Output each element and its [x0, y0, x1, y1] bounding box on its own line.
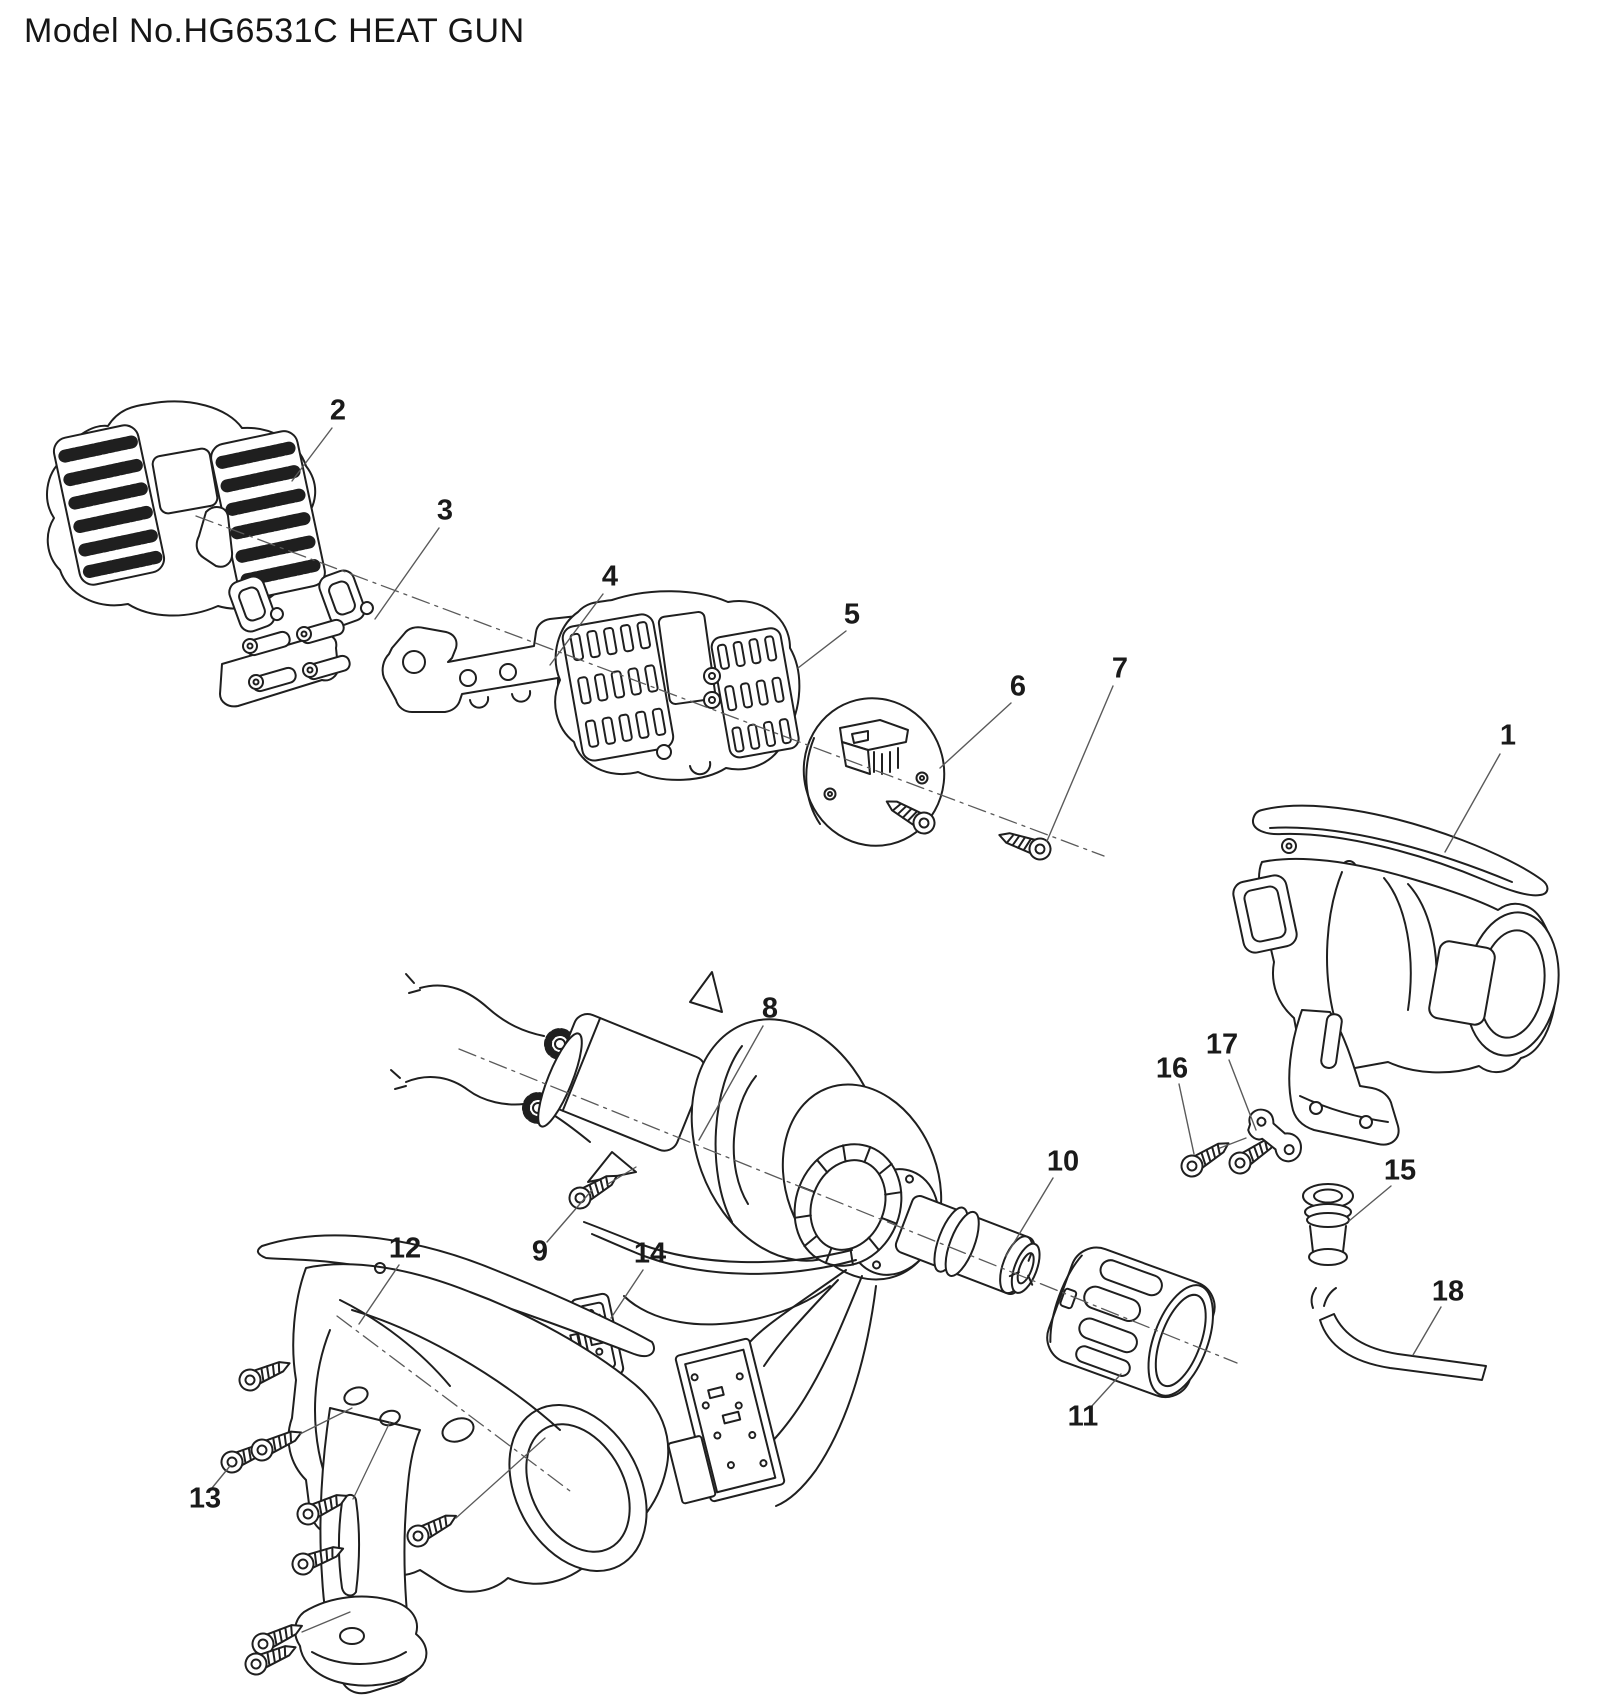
leader-line-6: [939, 702, 1012, 769]
leader-line-11: [1090, 1373, 1122, 1408]
part-1-right-housing: [1232, 804, 1560, 1146]
leader-line-13: [211, 1465, 231, 1489]
part-labels: 1 2 3 4 5 6 7 8 9 10 11 12 13 14 15 16 1…: [189, 395, 1516, 1515]
leader-lines: [211, 427, 1501, 1489]
part-label-15: 15: [1384, 1155, 1416, 1187]
explosion-axes: [195, 515, 1238, 1495]
part-label-5: 5: [844, 599, 860, 631]
circuit-board: [667, 1337, 786, 1505]
part-label-11: 11: [1068, 1401, 1099, 1433]
leader-line-8: [698, 1025, 764, 1141]
part-6-end-plate: [802, 697, 946, 847]
part-label-8: 8: [762, 993, 778, 1025]
part-label-12: 12: [389, 1233, 421, 1265]
part-label-2: 2: [330, 395, 346, 427]
part-18-power-cord: [1310, 1287, 1487, 1381]
part-label-10: 10: [1047, 1146, 1079, 1178]
part-9-screw: [564, 1165, 637, 1214]
leader-line-7: [1046, 685, 1114, 842]
part-2-rear-cover: [46, 400, 326, 617]
part-label-3: 3: [437, 495, 453, 527]
part-label-13: 13: [189, 1483, 221, 1515]
part-label-6: 6: [1010, 671, 1026, 703]
leader-line-15: [1348, 1185, 1392, 1222]
part-label-14: 14: [634, 1238, 666, 1270]
axis-line-top-row: [195, 515, 1105, 857]
leader-line-1: [1444, 753, 1501, 853]
axis-line-left-housing: [336, 1315, 575, 1495]
axis-line-middle-row: [458, 1048, 1238, 1364]
part-label-9: 9: [532, 1236, 548, 1268]
leader-line-3: [374, 527, 440, 620]
leader-line-10: [1005, 1177, 1054, 1257]
part-3-clips: [219, 569, 374, 708]
part-10-heater-assembly: [793, 1143, 1041, 1295]
part-17-cord-clamp: [1247, 1108, 1302, 1163]
leader-line-12: [358, 1264, 400, 1325]
part-label-17: 17: [1206, 1029, 1238, 1061]
leader-line-18: [1412, 1306, 1442, 1356]
leader-line-9: [546, 1189, 593, 1243]
leader-line-16: [1178, 1083, 1195, 1155]
part-13-screws: [217, 1352, 546, 1679]
leader-line-5: [797, 630, 847, 669]
part-16-screws: [1176, 1129, 1283, 1182]
part-label-7: 7: [1112, 653, 1128, 685]
leader-line-14: [610, 1269, 644, 1319]
part-label-4: 4: [602, 561, 618, 593]
part-11-nozzle-sleeve: [1046, 1246, 1216, 1399]
part-label-1: 1: [1500, 720, 1516, 752]
leader-line-4: [549, 593, 604, 666]
part-15-cord-grommet: [1302, 1183, 1354, 1266]
part-label-18: 18: [1432, 1276, 1464, 1308]
leader-line-2: [291, 427, 333, 482]
part-label-16: 16: [1156, 1053, 1188, 1085]
diagram-title: Model No.HG6531C HEAT GUN: [24, 12, 525, 50]
part-5-fan-housing: [554, 590, 801, 781]
leader-line-17: [1228, 1059, 1257, 1131]
part-12-left-housing: [256, 1234, 670, 1695]
